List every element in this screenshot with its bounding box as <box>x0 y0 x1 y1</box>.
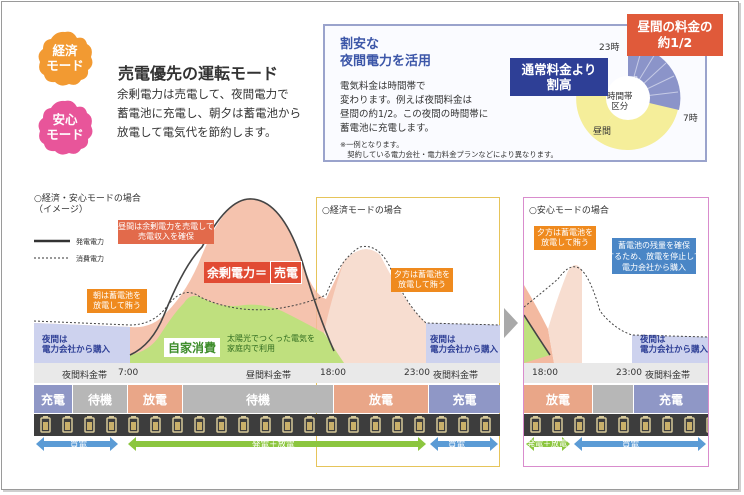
battery-row-main <box>34 414 500 436</box>
time-safety-2300: 23:00 <box>616 368 642 378</box>
annotation-morning: 朝は蓄電池を 放電して賄う <box>87 289 147 313</box>
outer-frame <box>1 1 739 490</box>
time-night-a: 夜間料金帯 <box>62 371 108 381</box>
safety-mode-badge: 安心 モード <box>37 99 93 155</box>
flower-shape <box>38 31 93 86</box>
night-buy-right: 夜間は 電力会社から購入 <box>430 335 499 355</box>
annotation-safety-stop: 蓄電池の残量を確保 するため、放電を停止して 電力会社から購入 <box>606 238 702 274</box>
segment-safety-standby <box>593 385 633 413</box>
battery-icons <box>34 414 500 436</box>
segment-standby-2: 待機 <box>183 385 333 413</box>
economy-mode-badge: 経済 モード <box>37 30 93 86</box>
legend-lines <box>34 239 70 259</box>
economy-mode-title: ○経済モードの場合 <box>322 206 402 216</box>
pie-label-band: 時間帯 区分 <box>607 92 633 112</box>
pie-label-7: 7時 <box>683 114 698 124</box>
safety-mode-title: ○安心モードの場合 <box>529 206 609 216</box>
time-day: 昼間料金帯 <box>246 371 292 381</box>
self-consumption-label: 自家消費 <box>164 338 221 357</box>
page-description: 余剰電力は売電して、夜間電力で 蓄電池に充電し、朝夕は蓄電池から 放電して電気代… <box>117 87 301 139</box>
info-description: 電気料金は時間帯で変わります。例えば夜間料金は 昼間の約1/2。この夜間の時間帯… <box>340 81 489 134</box>
safety-mode-label: 安心 モード <box>46 112 84 142</box>
surplus-label: 余剰電力＝ 売電 <box>204 261 303 284</box>
pie-label-23: 23時 <box>599 43 620 53</box>
diagram-title-left: ○経済・安心モードの場合（イメージ） <box>34 194 141 215</box>
safety-mode-frame <box>523 197 709 467</box>
pie-hole <box>606 76 650 120</box>
info-note: ※一例となります。 契約している電力会社・電力料金プランなどにより異なります。 <box>340 140 558 159</box>
arrow-label-gen: 発電＋放電 <box>252 440 295 450</box>
pie-chart <box>576 45 681 150</box>
battery-row-safety <box>524 414 708 436</box>
flow-arrows-safety <box>526 437 706 451</box>
segment-charge-2: 充電 <box>429 385 500 413</box>
legend-generation: 発電電力 <box>76 238 104 246</box>
segment-discharge-2: 放電 <box>334 385 428 413</box>
time-2300: 23:00 <box>404 368 430 378</box>
time-bar-main <box>34 363 500 383</box>
arrow-label-buy-2: 買電 <box>448 440 466 450</box>
time-0700: 7:00 <box>118 368 139 378</box>
page-title: 売電優先の運転モード <box>118 64 279 83</box>
time-safety-night: 夜間料金帯 <box>645 371 691 381</box>
legend-consumption: 消費電力 <box>76 255 104 263</box>
callout-normal-rate: 通常料金より 割高 <box>510 58 608 96</box>
annotation-evening-safety: 夕方は蓄電池を 放電して賄う <box>534 226 596 250</box>
segment-discharge: 放電 <box>128 385 182 413</box>
callout-daytime-rate: 昼間の料金の 約1/2 <box>627 14 723 56</box>
arrow-label-safety-gen: 発電＋放電 <box>527 439 567 448</box>
segment-charge: 充電 <box>34 385 72 413</box>
segment-safety-charge: 充電 <box>634 385 708 413</box>
battery-icons <box>524 414 708 436</box>
night-buy-safety: 夜間は 電力会社から購入 <box>640 335 709 355</box>
chevron-right-icon <box>504 308 518 338</box>
annotation-evening: 夕方は蓄電池を 放電して賄う <box>391 268 453 292</box>
info-title: 割安な夜間電力を活用 <box>340 37 432 69</box>
flower-shape <box>38 100 93 155</box>
time-bar-safety <box>524 363 708 383</box>
time-safety-1800: 18:00 <box>532 368 558 378</box>
time-1800: 18:00 <box>320 368 346 378</box>
pie-label-night: 夜間 <box>620 77 639 87</box>
night-buy-left: 夜間は 電力会社から購入 <box>42 335 111 355</box>
pie-label-day: 昼間 <box>593 127 612 137</box>
economy-mode-label: 経済 モード <box>46 43 84 73</box>
segment-safety-discharge: 放電 <box>524 385 592 413</box>
time-night-b: 夜間料金帯 <box>433 371 479 381</box>
segment-standby: 待機 <box>73 385 127 413</box>
solar-note: 太陽光でつくった電気を 家庭内で利用 <box>227 334 315 353</box>
arrow-label-buy: 買電 <box>70 440 88 450</box>
flow-arrows-main <box>36 437 498 451</box>
arrow-label-safety-buy: 買電 <box>622 440 640 450</box>
annotation-surplus: 昼間は余剰電力を売電して 売電収入を確保 <box>118 220 214 244</box>
energy-curve-safety <box>524 265 708 363</box>
